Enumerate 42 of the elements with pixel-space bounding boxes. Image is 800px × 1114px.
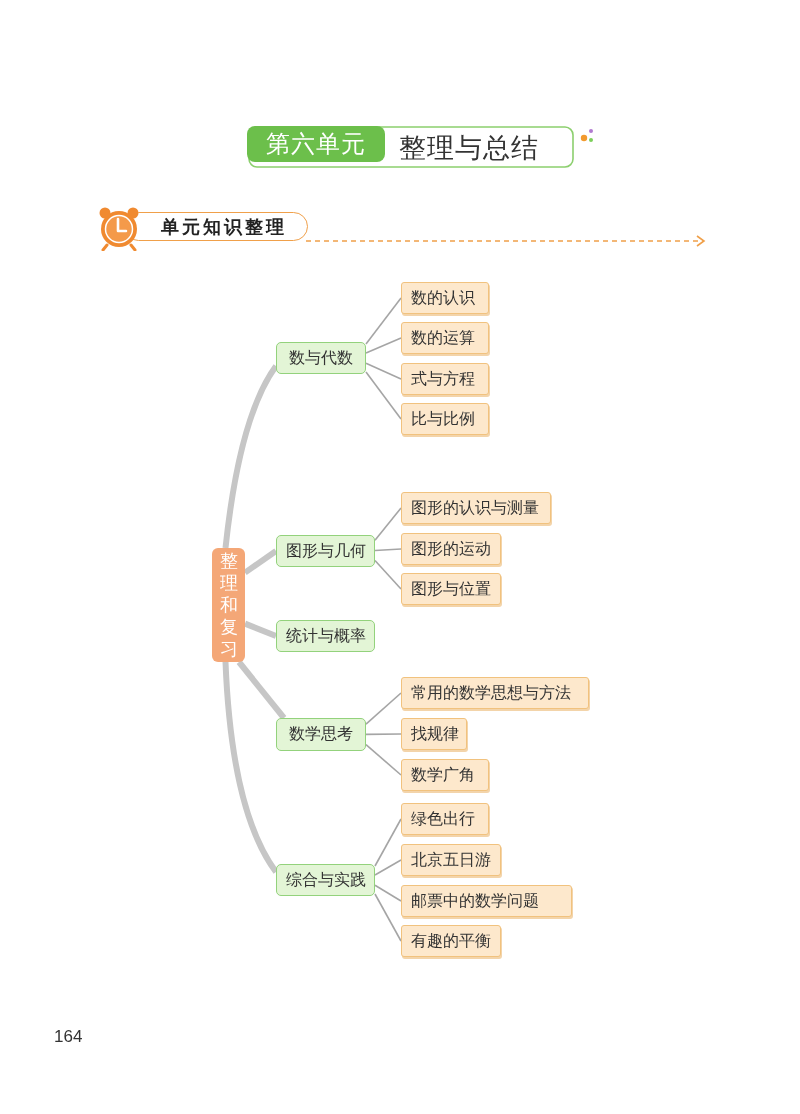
subtopic-box: 数的运算	[401, 322, 489, 354]
subtopic-box: 数的认识	[401, 282, 489, 314]
root-box: 整理和复习	[212, 548, 245, 662]
connector-line	[374, 818, 402, 867]
subtopic-box: 图形与位置	[401, 573, 501, 605]
connector-line	[365, 362, 402, 380]
topic-box: 统计与概率	[276, 620, 375, 652]
connector-line	[374, 507, 402, 542]
topic-box: 图形与几何	[276, 535, 375, 567]
unit-tab: 第六单元	[247, 126, 385, 162]
connector-line	[365, 692, 402, 725]
topic-box: 综合与实践	[276, 864, 375, 896]
page-number: 164	[54, 1027, 83, 1047]
subtopic-box: 图形的运动	[401, 533, 501, 565]
topic-box: 数与代数	[276, 342, 366, 374]
title: 整理与总结	[399, 131, 539, 165]
branch-line	[236, 660, 287, 720]
connector-line	[365, 743, 402, 776]
subtopic-box: 常用的数学思想与方法	[401, 677, 589, 709]
subtopic-box: 数学广角	[401, 759, 489, 791]
subtopic-box: 比与比例	[401, 403, 489, 435]
topic-box: 数学思考	[276, 718, 366, 751]
branch-line	[222, 364, 279, 549]
subtopic-box: 绿色出行	[401, 803, 489, 835]
subtopic-box: 式与方程	[401, 363, 489, 395]
branch-line	[243, 620, 278, 639]
connector-line	[365, 337, 402, 354]
connector-line	[374, 884, 402, 902]
connector-line	[365, 297, 402, 345]
subtopic-box: 有趣的平衡	[401, 925, 501, 957]
subtopic-box: 北京五日游	[401, 844, 501, 876]
branch-line	[243, 548, 278, 576]
subtopic-box: 图形的认识与测量	[401, 492, 551, 524]
connector-line	[374, 893, 402, 942]
subtopic-box: 找规律	[401, 718, 467, 750]
connector-line	[374, 548, 402, 552]
connector-line	[374, 859, 402, 876]
connector-line	[374, 559, 402, 590]
connector-line	[365, 733, 402, 736]
subtopic-box: 邮票中的数学问题	[401, 885, 572, 917]
connector-line	[365, 371, 402, 420]
branch-line	[222, 661, 279, 874]
